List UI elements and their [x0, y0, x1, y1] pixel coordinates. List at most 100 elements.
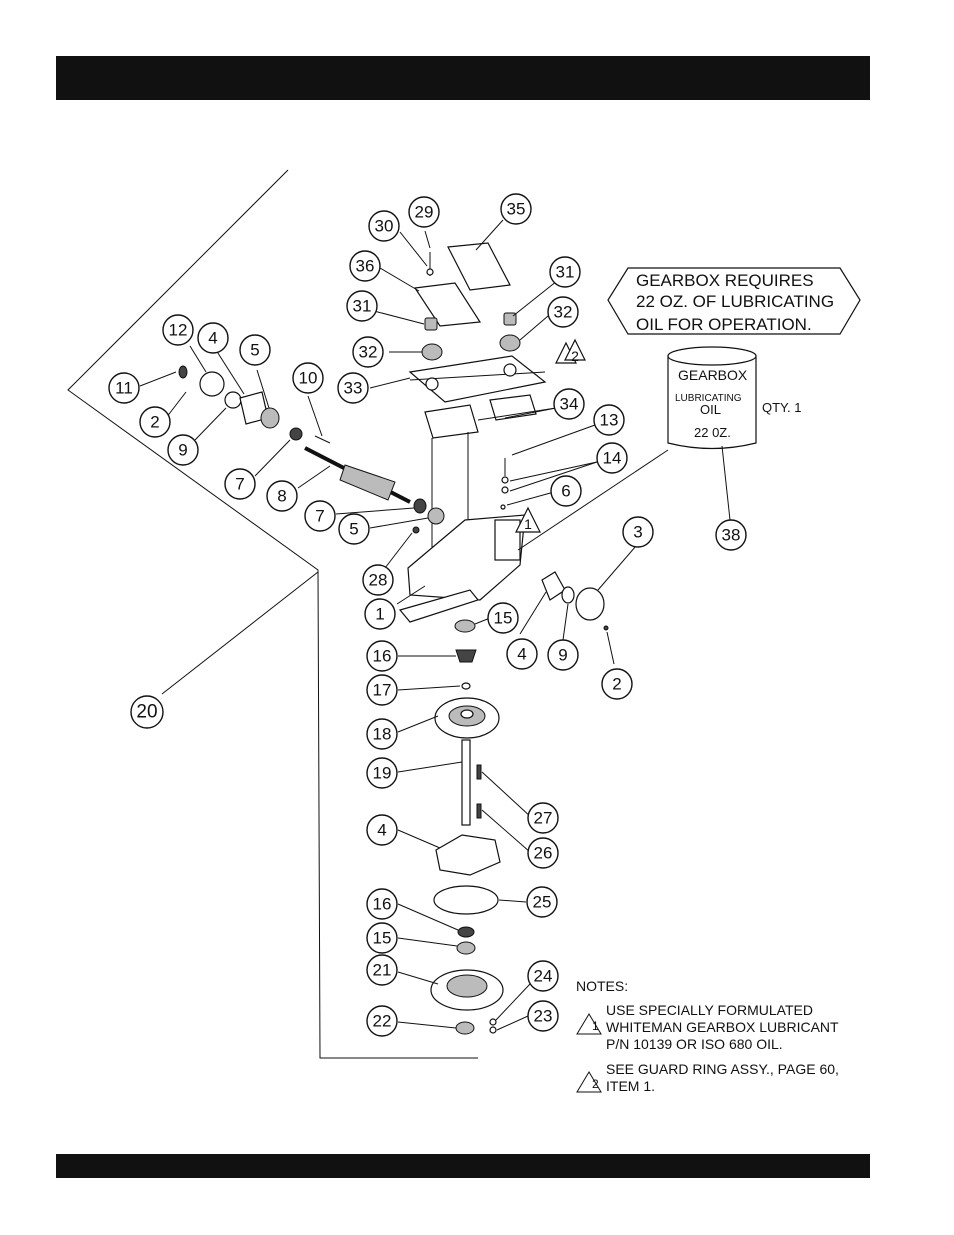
callout-36: 36: [349, 250, 381, 282]
callout-8-label: 8: [277, 487, 286, 506]
callout-21: 21: [366, 954, 398, 986]
callout-31-b: 31: [549, 256, 581, 288]
callout-35: 35: [500, 193, 532, 225]
callout-32-a: 32: [352, 336, 384, 368]
callout-15-b-label: 15: [373, 929, 392, 948]
callout-9-a-label: 9: [178, 441, 187, 460]
bar-34-left-shape: [424, 404, 479, 439]
gasket-4-bottom-shape: [435, 834, 501, 876]
callout-4-b-label: 4: [517, 645, 526, 664]
callout-31-b-label: 31: [556, 263, 575, 282]
gearbox-message: GEARBOX REQUIRES 22 OZ. OF LUBRICATING O…: [607, 267, 861, 335]
callout-7-b: 7: [304, 500, 336, 532]
oil-can-qty: QTY. 1: [762, 400, 802, 415]
callout-7-a: 7: [224, 468, 256, 500]
plate-36-shape: [413, 282, 482, 327]
callout-28: 28: [362, 564, 394, 596]
callout-10-label: 10: [299, 369, 318, 388]
callout-33: 33: [337, 372, 369, 404]
callout-9-a: 9: [167, 434, 199, 466]
bushing-31-left-shape: [424, 317, 438, 331]
callout-14: 14: [596, 442, 628, 474]
callout-4-c-label: 4: [377, 821, 386, 840]
callout-38-label: 38: [722, 526, 741, 545]
callout-33-label: 33: [344, 379, 363, 398]
callout-16-b-label: 16: [373, 895, 392, 914]
callout-5-a: 5: [239, 334, 271, 366]
callout-11: 11: [108, 372, 140, 404]
callout-22: 22: [366, 1005, 398, 1037]
callout-3: 3: [622, 516, 654, 548]
callout-11-label: 11: [115, 379, 133, 398]
callout-9-b: 9: [547, 639, 579, 671]
oring-25-shape: [433, 885, 499, 915]
callout-16-a: 16: [366, 640, 398, 672]
shaft-19-shape: [461, 739, 471, 826]
callout-4-c: 4: [366, 814, 398, 846]
note-1-line-1: USE SPECIALLY FORMULATED: [606, 1002, 813, 1018]
oil-can-volume: 22 0Z.: [694, 425, 731, 440]
triangle-flag-1: 1: [515, 506, 541, 533]
callout-15-a-label: 15: [494, 609, 513, 628]
callout-13-label: 13: [600, 411, 619, 430]
callout-18-label: 18: [373, 725, 392, 744]
callout-21-label: 21: [373, 961, 392, 980]
callout-38: 38: [715, 519, 747, 551]
callout-14-label: 14: [603, 449, 622, 468]
callout-16-b: 16: [366, 888, 398, 920]
bearing-5-left-shape: [260, 407, 280, 429]
callout-8: 8: [266, 480, 298, 512]
callout-1: 1: [364, 598, 396, 630]
callout-6-label: 6: [561, 482, 570, 501]
callout-12-label: 12: [169, 321, 188, 340]
callout-4-b: 4: [506, 638, 538, 670]
callout-26-label: 26: [534, 844, 553, 863]
callout-17: 17: [366, 674, 398, 706]
triangle-flag-2-label: 2: [571, 348, 579, 364]
callout-23-label: 23: [534, 1007, 553, 1026]
oil-can-labels: GEARBOX LUBRICATING OIL 22 0Z. QTY. 1: [675, 367, 802, 440]
callout-32-a-label: 32: [359, 343, 378, 362]
triangle-flag-1-label: 1: [524, 516, 532, 532]
callout-3-label: 3: [633, 523, 642, 542]
callout-34: 34: [553, 388, 585, 420]
callout-10: 10: [292, 362, 324, 394]
callout-36-label: 36: [356, 257, 375, 276]
callout-27: 27: [527, 802, 559, 834]
callout-12: 12: [162, 314, 194, 346]
callout-7-b-label: 7: [315, 507, 324, 526]
callout-4-a-label: 4: [208, 329, 217, 348]
note-1-line-2: WHITEMAN GEARBOX LUBRICANT: [606, 1019, 839, 1035]
header-bar: [56, 56, 870, 100]
gasket-9-right-shape: [561, 586, 575, 604]
callout-13: 13: [593, 404, 625, 436]
callout-32-b-label: 32: [554, 303, 573, 322]
frame-outline: [67, 169, 478, 1059]
leader-lines: [139, 219, 731, 1031]
callout-27-label: 27: [534, 809, 553, 828]
parts-drawing: [178, 242, 757, 1035]
note-1-line-3: P/N 10139 OR ISO 680 OIL.: [606, 1036, 783, 1052]
callout-32-b: 32: [547, 296, 579, 328]
oil-can-type-2: OIL: [700, 402, 721, 417]
gearbox-message-line-2: 22 OZ. OF LUBRICATING: [636, 292, 834, 311]
plate-35-shape: [447, 242, 511, 291]
callout-31-a-label: 31: [353, 297, 372, 316]
callout-1-label: 1: [375, 605, 384, 624]
isolator-32-left-shape: [421, 343, 443, 361]
note-2-symbol: 2: [592, 1077, 599, 1091]
callout-22-label: 22: [373, 1012, 392, 1031]
callout-30: 30: [368, 210, 400, 242]
callout-18: 18: [366, 718, 398, 750]
callout-20-label: 20: [136, 702, 157, 723]
note-1-symbol: 1: [592, 1019, 599, 1033]
callout-19: 19: [366, 757, 398, 789]
callout-4-a: 4: [197, 322, 229, 354]
callout-15-a: 15: [487, 602, 519, 634]
gearbox-message-line-1: GEARBOX REQUIRES: [636, 271, 814, 290]
callout-29-label: 29: [415, 203, 434, 222]
notes: NOTES: 1 USE SPECIALLY FORMULATED WHITEM…: [576, 978, 839, 1094]
footer-bar: [56, 1154, 870, 1178]
callout-2-b-label: 2: [612, 675, 621, 694]
